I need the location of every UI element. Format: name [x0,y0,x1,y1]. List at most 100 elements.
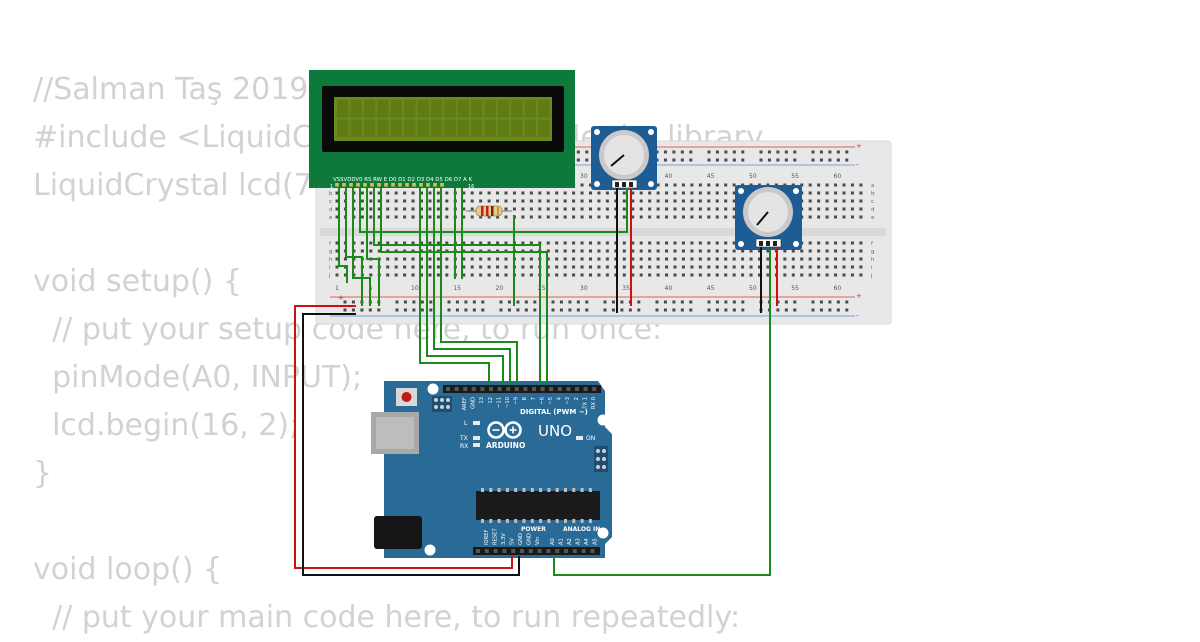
breadboard-hole [403,199,407,203]
chip-leg [572,488,576,492]
breadboard-hole [656,241,660,245]
header-pin[interactable] [520,549,524,553]
breadboard-hole [850,241,854,245]
reset-button[interactable] [401,392,412,402]
header-pin[interactable] [463,387,468,391]
breadboard-hole [690,183,694,187]
header-pin[interactable] [575,387,579,391]
breadboard-hole [420,215,423,219]
wire-red [294,305,513,569]
header-pin[interactable] [564,549,568,553]
code-line: void setup() { [33,264,242,299]
breadboard-hole [487,241,491,245]
breadboard-hole [605,265,609,269]
chip-leg [580,519,584,523]
header-pin[interactable] [493,549,498,553]
header-pin[interactable] [592,387,597,391]
header-pin[interactable] [528,549,533,553]
breadboard-hole [707,265,711,269]
header-pin[interactable] [471,387,476,391]
breadboard-hole [462,257,466,261]
header-pin[interactable] [537,549,542,553]
column-number: 10 [411,285,419,292]
header-pin[interactable] [555,549,560,553]
breadboard-hole [732,265,736,269]
breadboard-hole [605,249,609,253]
chip-leg [580,488,584,492]
header-pin[interactable] [476,549,480,553]
header-pin[interactable] [549,387,554,391]
breadboard-hole [758,273,761,277]
breadboard-hole [656,207,660,211]
potentiometer-1[interactable] [591,126,657,190]
breadboard-hole [825,183,829,187]
rail-hole [793,150,797,154]
header-pin[interactable] [489,387,493,391]
header-pin[interactable] [454,387,459,391]
header-pin[interactable] [557,387,562,391]
breadboard-hole [850,265,854,269]
rail-hole [715,150,719,154]
code-line: pinMode(A0, INPUT); [33,360,363,395]
breadboard-hole [631,257,635,261]
breadboard-hole [656,183,660,187]
header-pin[interactable] [446,387,450,391]
rail-hole [533,300,537,304]
wire-green [433,188,511,385]
wire-green [419,188,490,385]
chip-leg [530,519,534,523]
breadboard-hole [724,241,728,245]
breadboard-hole [377,215,381,219]
breadboard-hole [690,249,694,253]
header-pin[interactable] [581,549,586,553]
header-pin[interactable] [497,387,502,391]
breadboard-hole [470,265,474,269]
header-pin[interactable] [511,549,516,553]
header-pin[interactable] [523,387,528,391]
breadboard-hole [758,265,761,269]
potentiometer-2[interactable] [735,185,802,250]
breadboard-hole [394,199,398,203]
breadboard-hole [428,191,432,195]
breadboard-hole [724,207,728,211]
lcd-pin [440,183,444,187]
breadboard-hole [572,241,576,245]
breadboard-hole [715,183,719,187]
header-pin[interactable] [546,549,551,553]
header-pin[interactable] [583,387,588,391]
tx-led-label: TX [459,435,468,442]
header-pin[interactable] [514,387,519,391]
header-pin[interactable] [480,387,485,391]
header-pin[interactable] [566,387,571,391]
lcd-pin [419,183,423,187]
breadboard-hole [445,265,449,269]
breadboard-hole [673,183,677,187]
breadboard-hole [648,273,652,277]
header-pin[interactable] [532,387,536,391]
breadboard-hole [605,215,609,219]
header-pin[interactable] [502,549,507,553]
header-pin[interactable] [506,387,511,391]
breadboard-hole [369,191,373,195]
breadboard-hole [605,241,609,245]
breadboard-hole [698,199,702,203]
lcd-char-cell [390,119,403,137]
resistor [466,205,512,217]
breadboard-hole [546,273,550,277]
breadboard-hole [842,241,846,245]
rail-hole [680,308,684,312]
breadboard-hole [369,207,373,211]
breadboard-hole [589,241,592,245]
breadboard-hole [741,265,745,269]
breadboard-hole [496,199,500,203]
power-header-label: POWER [521,526,546,533]
breadboard-hole [335,265,339,269]
breadboard-hole [521,215,525,219]
header-pin[interactable] [484,549,489,553]
header-pin[interactable] [590,549,595,553]
header-pin[interactable] [540,387,545,391]
header-pin[interactable] [572,549,577,553]
breadboard-hole [538,241,542,245]
rail-hole [395,308,399,312]
